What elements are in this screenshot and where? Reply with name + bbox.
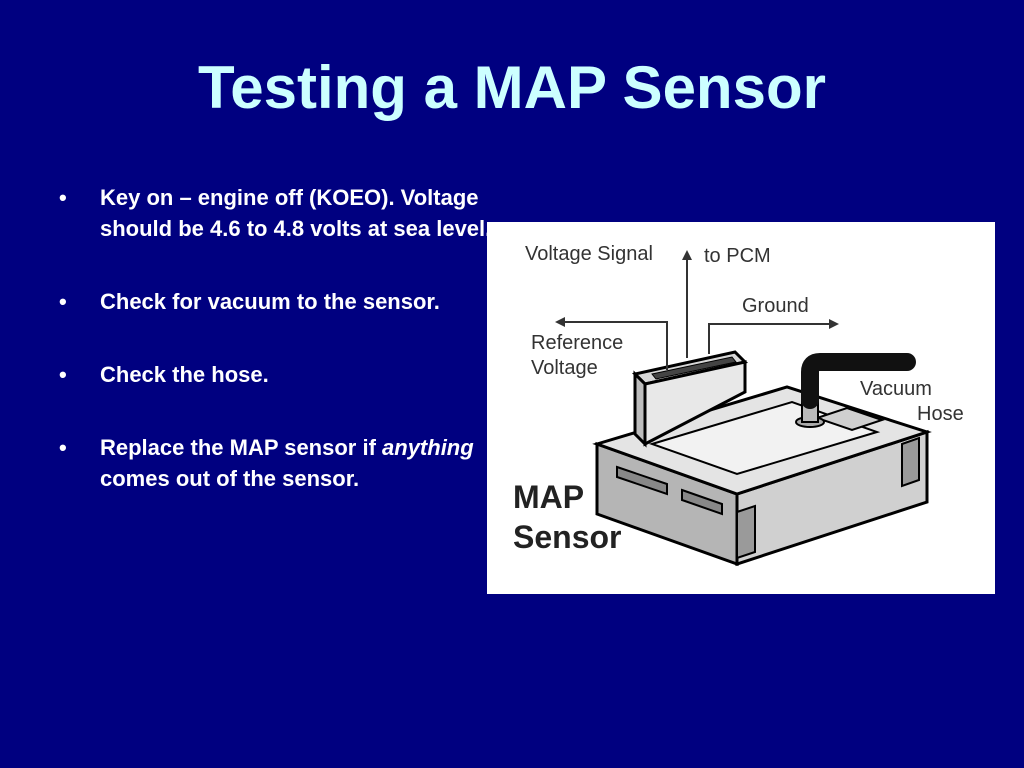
reference-voltage-arrow <box>555 317 668 370</box>
hose-label: Hose <box>917 403 964 425</box>
ground-label: Ground <box>742 295 809 317</box>
ground-arrow <box>708 319 839 354</box>
electrical-connector <box>632 350 748 448</box>
bullet-text: Check the hose. <box>100 362 269 387</box>
bullet-item: • Replace the MAP sensor if anything com… <box>57 432 497 494</box>
bullet-text: Check for vacuum to the sensor. <box>100 289 440 314</box>
bullet-marker: • <box>59 185 67 210</box>
bullet-item: • Key on – engine off (KOEO). Voltage sh… <box>57 182 497 244</box>
to-pcm-label: to PCM <box>704 245 771 267</box>
bullet-emphasis: anything <box>382 435 474 460</box>
map-label: MAP <box>513 479 584 515</box>
bullet-item: • Check the hose. <box>57 359 497 390</box>
slide-title: Testing a MAP Sensor <box>198 54 826 121</box>
bullet-list: • Key on – engine off (KOEO). Voltage sh… <box>57 182 497 536</box>
map-sensor-illustration: Voltage Signal to PCM Ground Reference V… <box>513 243 964 567</box>
bullet-item: • Check for vacuum to the sensor. <box>57 286 497 317</box>
bullet-text-prefix: Replace the MAP sensor if <box>100 435 383 460</box>
voltage-label: Voltage <box>531 357 598 379</box>
bullet-marker: • <box>59 289 67 314</box>
bullet-text: Key on – engine off (KOEO). Voltage shou… <box>100 185 492 241</box>
sensor-label: Sensor <box>513 519 621 555</box>
reference-label: Reference <box>531 332 623 354</box>
vacuum-label: Vacuum <box>860 378 932 400</box>
bullet-marker: • <box>59 362 67 387</box>
map-sensor-diagram: Voltage Signal to PCM Ground Reference V… <box>487 222 995 594</box>
bullet-marker: • <box>59 435 67 460</box>
vacuum-hose <box>801 353 916 409</box>
voltage-signal-label: Voltage Signal <box>525 243 653 265</box>
bullet-text-suffix: comes out of the sensor. <box>100 466 360 491</box>
